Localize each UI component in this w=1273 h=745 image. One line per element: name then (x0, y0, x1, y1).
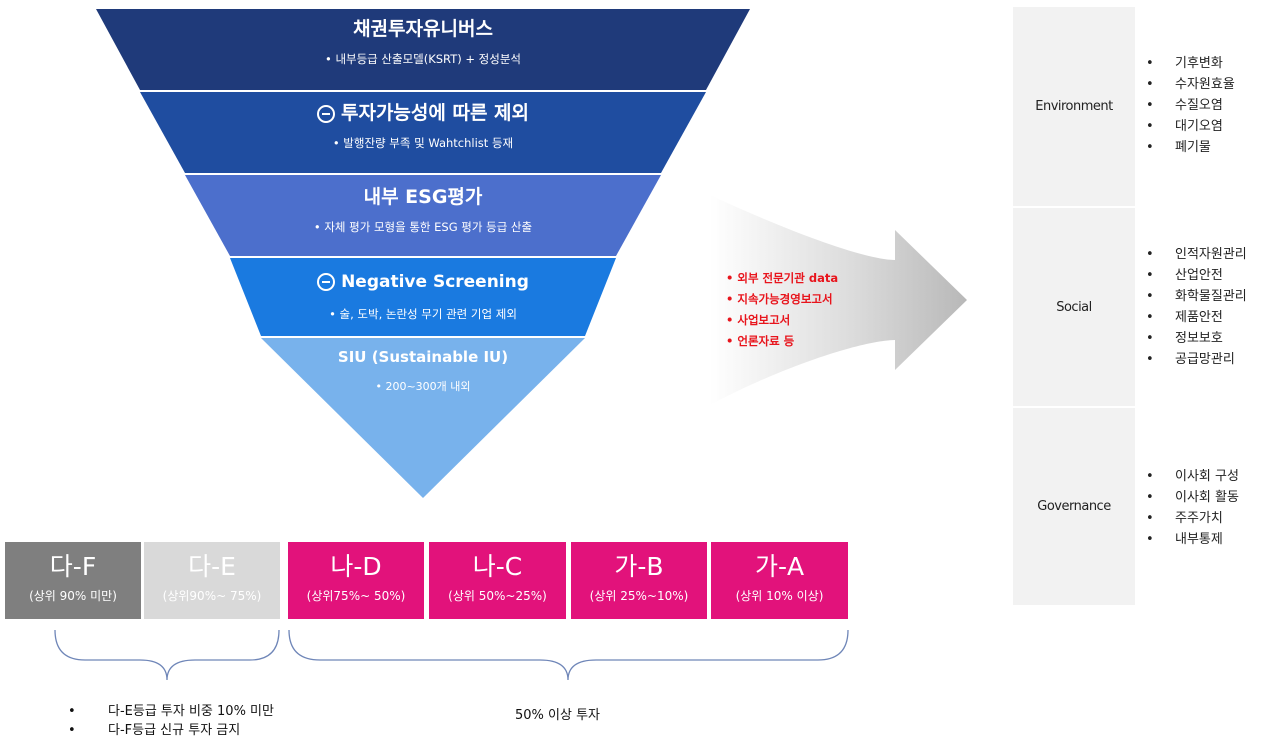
left-note-item: 다-F등급 신규 투자 금지 (68, 721, 274, 740)
grade-name: 다-F (49, 552, 97, 581)
funnel-sub-3: • 자체 평가 모형을 통한 ESG 평가 등급 산출 (313, 220, 533, 234)
grade-range: (상위 10% 이상) (735, 589, 824, 603)
grade-name: 가-A (754, 552, 805, 581)
grade-box-a: 가-A (상위 10% 이상) (711, 542, 848, 619)
esg-item: 대기오염 (1146, 116, 1235, 137)
funnel-title-2: 투자가능성에 따른 제외 (140, 98, 706, 125)
esg-item: 산업안전 (1146, 265, 1247, 286)
left-note: 다-E등급 투자 비중 10% 미만 다-F등급 신규 투자 금지 (68, 702, 274, 740)
esg-label-social: Social (1013, 208, 1135, 406)
grade-name: 나-D (330, 552, 382, 581)
funnel-title-3: 내부 ESG평가 (363, 186, 483, 208)
grade-box-c: 나-C (상위 50%~25%) (429, 542, 566, 619)
funnel-sub-4: • 술, 도박, 논란성 무기 관련 기업 제외 (329, 307, 517, 321)
esg-item: 인적자원관리 (1146, 244, 1247, 265)
esg-item: 폐기물 (1146, 137, 1235, 158)
grade-box-e: 다-E (상위90%~ 75%) (144, 542, 280, 619)
esg-item: 이사회 활동 (1146, 487, 1239, 508)
funnel-level-universe (96, 9, 750, 90)
funnel-diagram (96, 9, 750, 498)
right-bracket (288, 629, 849, 681)
esg-item: 주주가치 (1146, 508, 1239, 529)
minus-circle-icon (317, 273, 336, 291)
esg-item: 정보보호 (1146, 328, 1247, 349)
esg-label-environment: Environment (1013, 7, 1135, 206)
esg-item: 수질오염 (1146, 95, 1235, 116)
funnel-sub-2: • 발행잔량 부족 및 Wahtchlist 등재 (332, 136, 514, 150)
esg-item: 수자원효율 (1146, 74, 1235, 95)
esg-item: 내부통제 (1146, 529, 1239, 550)
source-item: 외부 전문기관 data (726, 268, 838, 289)
grade-range: (상위 25%~10%) (589, 589, 689, 603)
grade-box-d: 나-D (상위75%~ 50%) (288, 542, 424, 619)
grade-range: (상위90%~ 75%) (162, 589, 262, 603)
funnel-level-exclusion (140, 92, 706, 173)
grade-name: 나-C (472, 552, 523, 581)
source-item: 지속가능경영보고서 (726, 289, 838, 310)
funnel-title-1: 채권투자유니버스 (353, 18, 493, 40)
esg-item: 화학물질관리 (1146, 286, 1247, 307)
grade-box-b: 가-B (상위 25%~10%) (571, 542, 707, 619)
funnel-title-5: SIU (Sustainable IU) (337, 348, 509, 366)
arrow-shape (710, 195, 967, 405)
esg-items-social: 인적자원관리 산업안전 화학물질관리 제품안전 정보보호 공급망관리 (1146, 244, 1247, 370)
funnel-level-esg (185, 175, 661, 256)
esg-label-governance: Governance (1013, 408, 1135, 605)
funnel-sub-1: • 내부등급 산출모델(KSRT) + 정성분석 (325, 52, 521, 66)
right-note: 50% 이상 투자 (515, 708, 600, 723)
esg-items-environment: 기후변화 수자원효율 수질오염 대기오염 폐기물 (1146, 53, 1235, 158)
funnel-title-4: Negative Screening (230, 272, 616, 292)
esg-item: 공급망관리 (1146, 349, 1247, 370)
funnel-sub-5: • 200~300개 내외 (375, 380, 471, 393)
source-item: 언론자료 등 (726, 331, 838, 352)
grade-name: 다-E (188, 552, 236, 581)
source-item: 사업보고서 (726, 310, 838, 331)
minus-circle-icon (316, 105, 335, 123)
esg-item: 기후변화 (1146, 53, 1235, 74)
grade-range: (상위75%~ 50%) (306, 589, 406, 603)
grade-range: (상위 90% 미만) (29, 589, 117, 603)
bracket-lines (54, 629, 849, 681)
grade-box-f: 다-F (상위 90% 미만) (5, 542, 141, 619)
left-bracket (54, 629, 280, 681)
grade-name: 가-B (614, 552, 664, 581)
grade-range: (상위 50%~25%) (448, 589, 547, 603)
esg-items-governance: 이사회 구성 이사회 활동 주주가치 내부통제 (1146, 466, 1239, 550)
esg-item: 이사회 구성 (1146, 466, 1239, 487)
funnel-level-siu (261, 338, 585, 498)
source-list: 외부 전문기관 data 지속가능경영보고서 사업보고서 언론자료 등 (726, 268, 838, 352)
esg-item: 제품안전 (1146, 307, 1247, 328)
left-note-item: 다-E등급 투자 비중 10% 미만 (68, 702, 274, 721)
